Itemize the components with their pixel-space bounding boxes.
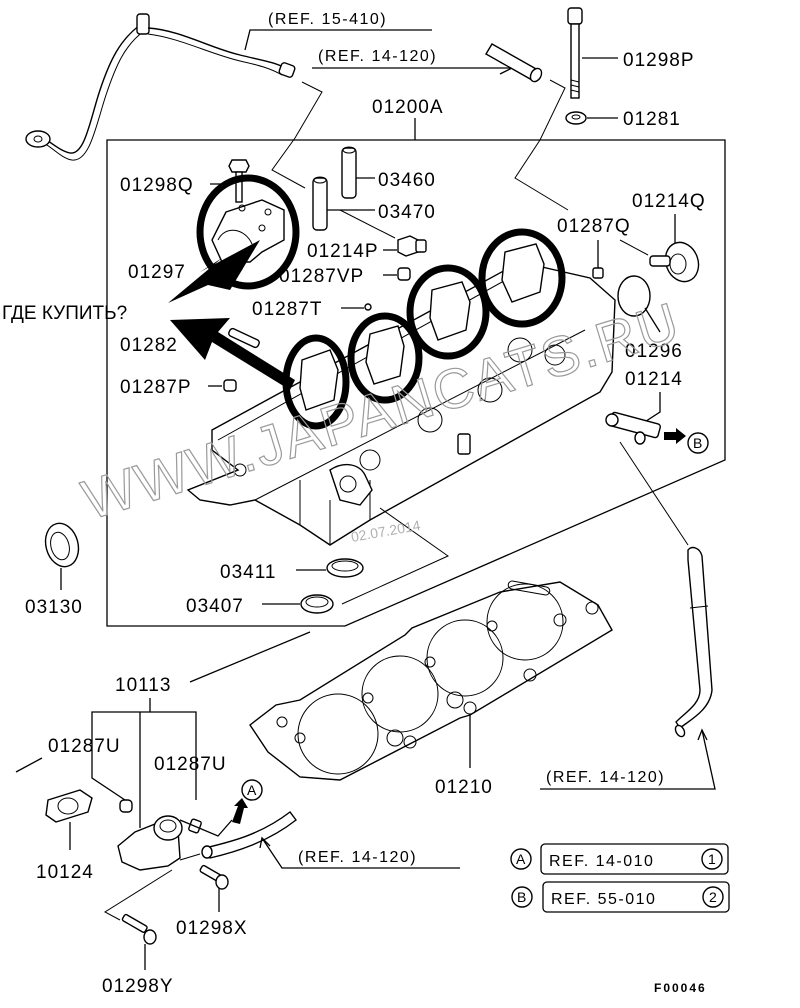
01298Y-leader <box>104 869 173 921</box>
part-label-01214Q[interactable]: 01214Q <box>632 191 706 212</box>
sleeve-03470 <box>312 176 328 231</box>
legend-marker-a <box>510 848 532 870</box>
part-label-01287U-right[interactable]: 01287U <box>154 754 227 775</box>
part-label-01298Q[interactable]: 01298Q <box>120 175 194 196</box>
plug-01287P <box>223 379 237 392</box>
part-label-01287T[interactable]: 01287T <box>252 299 322 320</box>
bolt-01298P <box>567 7 583 99</box>
buy-arrows <box>168 240 295 390</box>
legend-text-a[interactable]: REF. 14-010 <box>549 853 654 870</box>
seal-03407 <box>300 594 334 614</box>
ref-14-120-bottom-label[interactable]: (REF. 14-120) <box>298 849 417 866</box>
part-label-01281[interactable]: 01281 <box>623 109 681 130</box>
hose-top-leader <box>514 79 569 211</box>
washer-01281 <box>565 111 587 125</box>
part-label-01298Y[interactable]: 01298Y <box>102 976 174 997</box>
plug-01287VP <box>397 267 411 281</box>
part-label-01282[interactable]: 01282 <box>120 335 178 356</box>
part-label-03460[interactable]: 03460 <box>378 170 436 191</box>
svg-text:2: 2 <box>709 889 717 905</box>
plug-01287Q <box>592 267 604 279</box>
part-label-01214P[interactable]: 01214P <box>307 241 379 262</box>
ref-14-120-right-label[interactable]: (REF. 14-120) <box>546 769 665 786</box>
bolt-01298Y <box>121 913 157 945</box>
legend-row-a: A REF. 14-010 1 <box>510 843 729 875</box>
hose-right <box>674 546 713 738</box>
highlight-circle <box>478 228 566 328</box>
legend-box-b <box>542 881 730 913</box>
assembly-frame <box>106 139 726 627</box>
ref-15-410-label[interactable]: (REF. 15-410) <box>268 11 387 28</box>
head-gasket-01210 <box>249 580 613 781</box>
assembly-label[interactable]: 01200A <box>372 97 444 118</box>
pipe-leader <box>271 81 323 189</box>
seal-03411 <box>326 558 364 578</box>
ref-14-120-top-label[interactable]: (REF. 14-120) <box>318 48 437 65</box>
svg-text:A: A <box>516 851 526 867</box>
highlight-circle <box>347 312 423 404</box>
part-label-03411[interactable]: 03411 <box>220 562 276 583</box>
plug-01214P <box>397 235 427 257</box>
hose-right-leader <box>619 441 689 546</box>
part-label-10124[interactable]: 10124 <box>36 862 94 883</box>
part-label-01287VP[interactable]: 01287VP <box>279 266 364 287</box>
gasket-10124 <box>45 789 93 823</box>
part-label-01287Q[interactable]: 01287Q <box>557 216 631 237</box>
plug-01287U-left <box>119 799 133 813</box>
legend-row-b: B REF. 55-010 2 <box>511 881 730 913</box>
seal-leader <box>341 507 450 605</box>
cam-caps <box>299 243 545 411</box>
10113-leader <box>189 631 311 683</box>
legend-marker-b <box>511 886 533 908</box>
legend-text-b[interactable]: REF. 55-010 <box>551 891 656 908</box>
connector-marker-b-letter: B <box>693 435 702 451</box>
legend-box-a <box>540 843 729 875</box>
part-label-01210[interactable]: 01210 <box>435 777 493 798</box>
part-label-01214[interactable]: 01214 <box>625 369 683 390</box>
hose-bottom <box>201 811 297 859</box>
figure-id: F00046 <box>654 981 707 995</box>
svg-text:1: 1 <box>708 851 716 867</box>
connector-marker-a-letter: A <box>247 782 257 798</box>
bolt-01298X <box>199 864 229 890</box>
cap-01296 <box>617 275 651 317</box>
cylinder-head <box>186 261 616 546</box>
arrow-to-a-icon <box>232 798 248 824</box>
part-label-03407[interactable]: 03407 <box>186 596 244 617</box>
part-label-01296[interactable]: 01296 <box>625 341 683 362</box>
legend-number-circle-a <box>701 848 723 870</box>
sleeve-03460 <box>341 146 357 199</box>
legend-number-circle-b <box>702 886 724 908</box>
part-label-03470[interactable]: 03470 <box>378 202 436 223</box>
union-01214 <box>605 411 661 445</box>
svg-text:B: B <box>517 889 526 905</box>
pin-01287T <box>364 303 372 311</box>
connector-marker-b <box>687 432 709 454</box>
oil-pipe <box>25 13 296 161</box>
buy-prompt-link[interactable]: ГДЕ КУПИТЬ? <box>2 303 127 324</box>
seal-03130 <box>44 522 80 568</box>
part-label-01287U-left[interactable]: 01287U <box>48 736 121 757</box>
part-label-01298P[interactable]: 01298P <box>623 50 695 71</box>
part-label-01287P[interactable]: 01287P <box>120 377 192 398</box>
highlight-circle <box>406 264 490 360</box>
ref-15-410-leader <box>244 29 432 51</box>
highlight-circle <box>196 174 300 290</box>
connector-marker-a <box>241 779 263 801</box>
plug-01214Q <box>649 241 700 283</box>
part-label-01297[interactable]: 01297 <box>128 262 186 283</box>
arrow-to-b-icon <box>664 428 686 444</box>
bolt-01298Q <box>228 159 250 203</box>
hose-top <box>485 43 543 83</box>
stud-01282 <box>228 327 260 349</box>
part-label-01298X[interactable]: 01298X <box>176 918 248 939</box>
part-label-03130[interactable]: 03130 <box>25 597 83 618</box>
thermostat-housing <box>117 815 183 871</box>
part-label-10113[interactable]: 10113 <box>115 675 171 696</box>
